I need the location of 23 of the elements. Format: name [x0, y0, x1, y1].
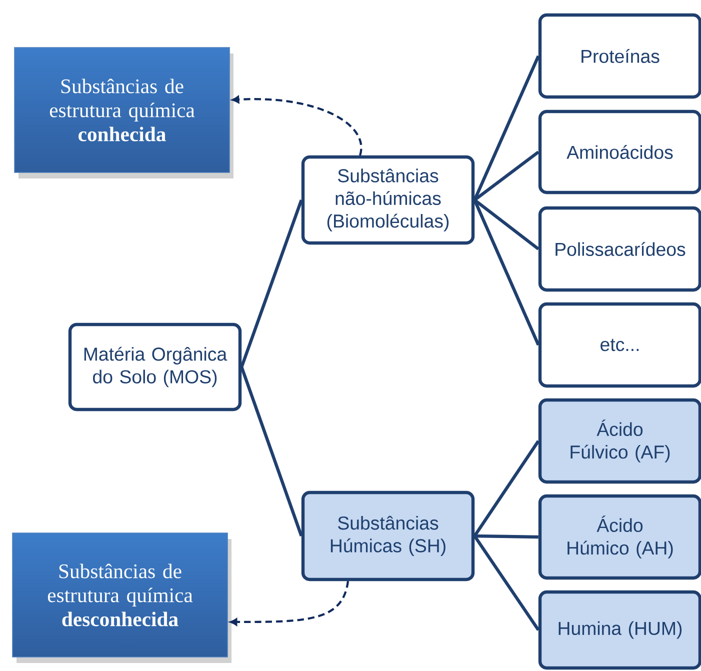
- process-box: Substâncias Húmicas (SH): [301, 490, 475, 582]
- process-box: Aminoácidos: [538, 110, 701, 194]
- connector-line: [473, 199, 540, 346]
- connector-line: [474, 534, 538, 539]
- process-box: Substâncias não-húmicas (Biomoléculas): [301, 155, 475, 245]
- connector-line: [474, 150, 540, 202]
- arrow: [232, 96, 362, 156]
- arrow: [230, 580, 350, 626]
- process-box: Polissacarídeos: [538, 206, 701, 292]
- process-box: Proteínas: [538, 13, 701, 99]
- process-box: Ácido Fúlvico (AF): [538, 398, 701, 484]
- connector-line: [473, 440, 540, 537]
- connector-line: [473, 535, 540, 631]
- connector-line: [240, 199, 303, 368]
- category-box: Substâncias de estrutura química conhecida: [14, 47, 230, 173]
- connector-line: [473, 55, 540, 201]
- process-box: Matéria Orgânica do Solo (MOS): [68, 322, 242, 412]
- connector-line: [240, 366, 303, 537]
- connector-line: [474, 198, 540, 250]
- process-box: Ácido Húmico (AH): [538, 494, 701, 580]
- category-box: Substâncias de estrutura química desconhecida: [12, 532, 228, 658]
- process-box: etc...: [538, 302, 701, 388]
- process-box: Humina (HUM): [538, 590, 701, 670]
